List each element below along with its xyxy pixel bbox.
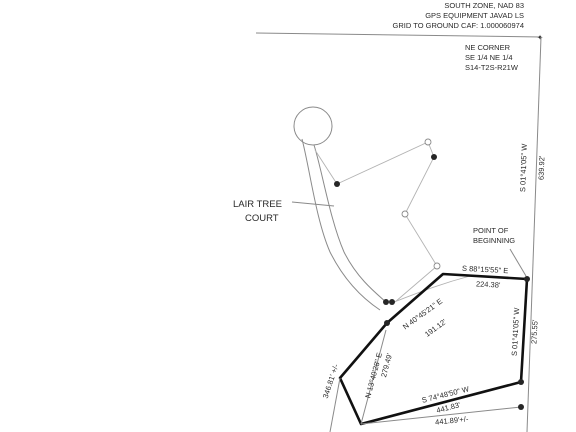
east-line-bearing: S 01°41'05" W <box>518 143 529 193</box>
monument-marker-open <box>433 262 441 270</box>
ne-corner-label-1: NE CORNER <box>465 43 511 52</box>
pob-label-1: POINT OF <box>473 226 509 235</box>
east-line-distance: 639.92' <box>537 155 547 180</box>
monument-marker <box>518 404 524 410</box>
monument-marker <box>383 299 389 305</box>
street-leader-line <box>291 201 335 207</box>
ne-corner-label-3: S14-T2S-R21W <box>465 63 519 72</box>
header-line-3: GRID TO GROUND CAF: 1.000060974 <box>393 21 524 30</box>
street-label-1: LAIR TREE <box>233 199 282 210</box>
adjacent-lot-line-2 <box>314 149 338 185</box>
adjacent-lot-lines <box>336 141 438 303</box>
monument-marker <box>518 379 524 385</box>
east-distance: 275.55' <box>529 319 539 344</box>
monument-marker <box>384 320 390 326</box>
monument-marker <box>389 299 395 305</box>
street-label-2: COURT <box>245 213 279 224</box>
monument-marker <box>431 154 437 160</box>
west-overall-distance: 346.81' +/- <box>321 363 341 400</box>
header-line-1: SOUTH ZONE, NAD 83 <box>444 1 524 10</box>
section-east-line <box>526 36 542 432</box>
section-north-line <box>255 32 542 38</box>
cul-de-sac <box>293 106 333 146</box>
west-bearing-line <box>360 329 387 425</box>
monument-marker <box>334 181 340 187</box>
header-line-2: GPS EQUIPMENT JAVAD LS <box>425 11 524 20</box>
monument-marker-open <box>424 138 432 146</box>
north-distance: 224.38' <box>476 279 501 289</box>
north-bearing: S 88°15'55" E <box>462 264 509 275</box>
ne-corner-label-2: SE 1/4 NE 1/4 <box>465 53 513 62</box>
easement-line <box>393 275 471 303</box>
monument-marker-open <box>401 210 409 218</box>
section-corner-marker-icon: ✦ <box>537 33 543 42</box>
parcel-boundary <box>338 272 529 426</box>
pob-label-2: BEGINNING <box>473 236 515 245</box>
road-edge-west <box>301 138 381 311</box>
south-overall-line <box>360 406 522 425</box>
road-edge-east <box>313 144 387 303</box>
pob-leader-line <box>509 248 527 277</box>
west-overall-line <box>329 377 341 432</box>
nw-distance: 191.12' <box>423 317 448 339</box>
east-bearing: S 01°41'05" W <box>510 307 522 357</box>
point-of-beginning-marker <box>524 276 530 282</box>
south-overall-distance: 441.89'+/- <box>435 414 470 426</box>
